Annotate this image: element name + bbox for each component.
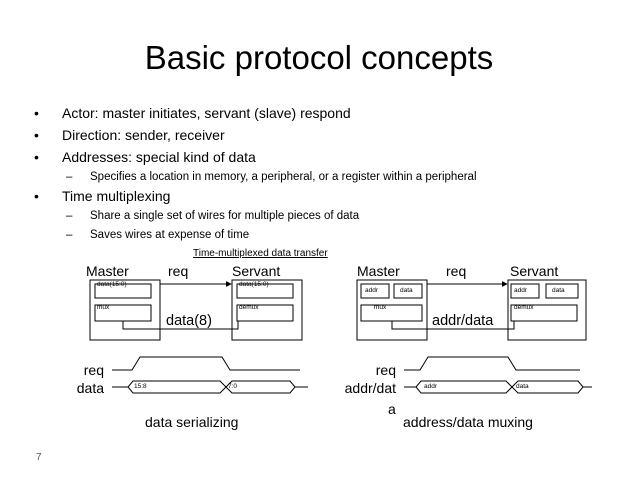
right-master-box <box>356 279 428 341</box>
left-master-box <box>89 279 161 341</box>
right-wave-req-label: req <box>375 362 396 378</box>
left-wave-data-label: data <box>76 380 104 396</box>
right-servant-label: Servant <box>510 263 559 279</box>
left-wave-req-label: req <box>83 362 104 378</box>
left-segment-2-label: 7:0 <box>228 383 238 390</box>
bullet-addresses: •Addresses: special kind of data <box>34 149 256 165</box>
dash-marker: – <box>66 210 73 222</box>
bullet-dot: • <box>34 149 39 165</box>
left-master-mux-label: mux <box>97 304 110 311</box>
page-number: 7 <box>36 452 42 463</box>
right-segment-2-label: data <box>516 383 529 390</box>
right-bus-label: addr/data <box>432 313 494 329</box>
right-servant-addr-register <box>510 283 540 299</box>
right-servant-box <box>507 279 587 341</box>
right-master-addr-register <box>360 283 390 299</box>
right-wave-data-label: addr/dat <box>344 380 396 396</box>
right-master-data-register <box>393 283 423 299</box>
dash-marker: – <box>66 171 73 183</box>
left-servant-register <box>236 283 294 299</box>
left-segment-1-label: 15:8 <box>134 383 147 390</box>
left-master-register-label: data(15:0) <box>97 281 127 288</box>
bullet-direction: •Direction: sender, receiver <box>34 127 225 143</box>
right-diagram-label: address/data muxing <box>403 414 533 430</box>
left-servant-register-label: data(15:0) <box>239 281 269 288</box>
left-master-label: Master <box>86 263 129 279</box>
right-servant-data-label: data <box>552 287 565 294</box>
sub-bullet-specifies: –Specifies a location in memory, a perip… <box>66 171 477 183</box>
right-req-waveform <box>404 356 580 371</box>
right-req-label: req <box>446 263 467 279</box>
sub-bullet-share: –Share a single set of wires for multipl… <box>66 210 360 222</box>
right-segment-1-label: addr <box>424 383 438 390</box>
sub-bullet-saves: –Saves wires at expense of time <box>66 229 250 241</box>
right-master-mux-label: mux <box>374 304 387 311</box>
left-req-label: req <box>168 263 189 279</box>
bullet-dot: • <box>34 127 39 143</box>
right-master-data-label: data <box>400 287 413 294</box>
left-master-register <box>94 283 152 299</box>
left-servant-demux-label: demux <box>239 304 259 311</box>
left-diagram-label: data serializing <box>145 414 239 430</box>
right-wave-data-label-wrap: a <box>388 401 396 417</box>
left-servant-demux <box>236 304 294 322</box>
bullet-dot: • <box>34 188 39 204</box>
left-bus-label: data(8) <box>166 313 212 329</box>
right-master-label: Master <box>357 263 400 279</box>
left-data-bus <box>122 321 239 330</box>
right-servant-demux-label: demux <box>514 304 534 311</box>
bullet-dot: • <box>34 105 39 121</box>
left-servant-label: Servant <box>232 263 281 279</box>
left-servant-box <box>231 279 303 341</box>
bullet-time-multiplexing: •Time multiplexing <box>34 188 171 204</box>
right-master-mux <box>360 304 423 322</box>
right-addr-data-bus <box>391 321 515 330</box>
right-servant-data-register <box>545 283 579 299</box>
dash-marker: – <box>66 229 73 241</box>
right-servant-addr-label: addr <box>514 287 528 294</box>
diagram-caption: Time-multiplexed data transfer <box>193 248 328 259</box>
left-req-waveform <box>112 356 300 371</box>
right-master-addr-label: addr <box>365 287 379 294</box>
bullet-actor: •Actor: master initiates, servant (slave… <box>34 105 351 121</box>
slide-title: Basic protocol concepts <box>144 39 494 76</box>
right-servant-demux <box>510 304 578 322</box>
